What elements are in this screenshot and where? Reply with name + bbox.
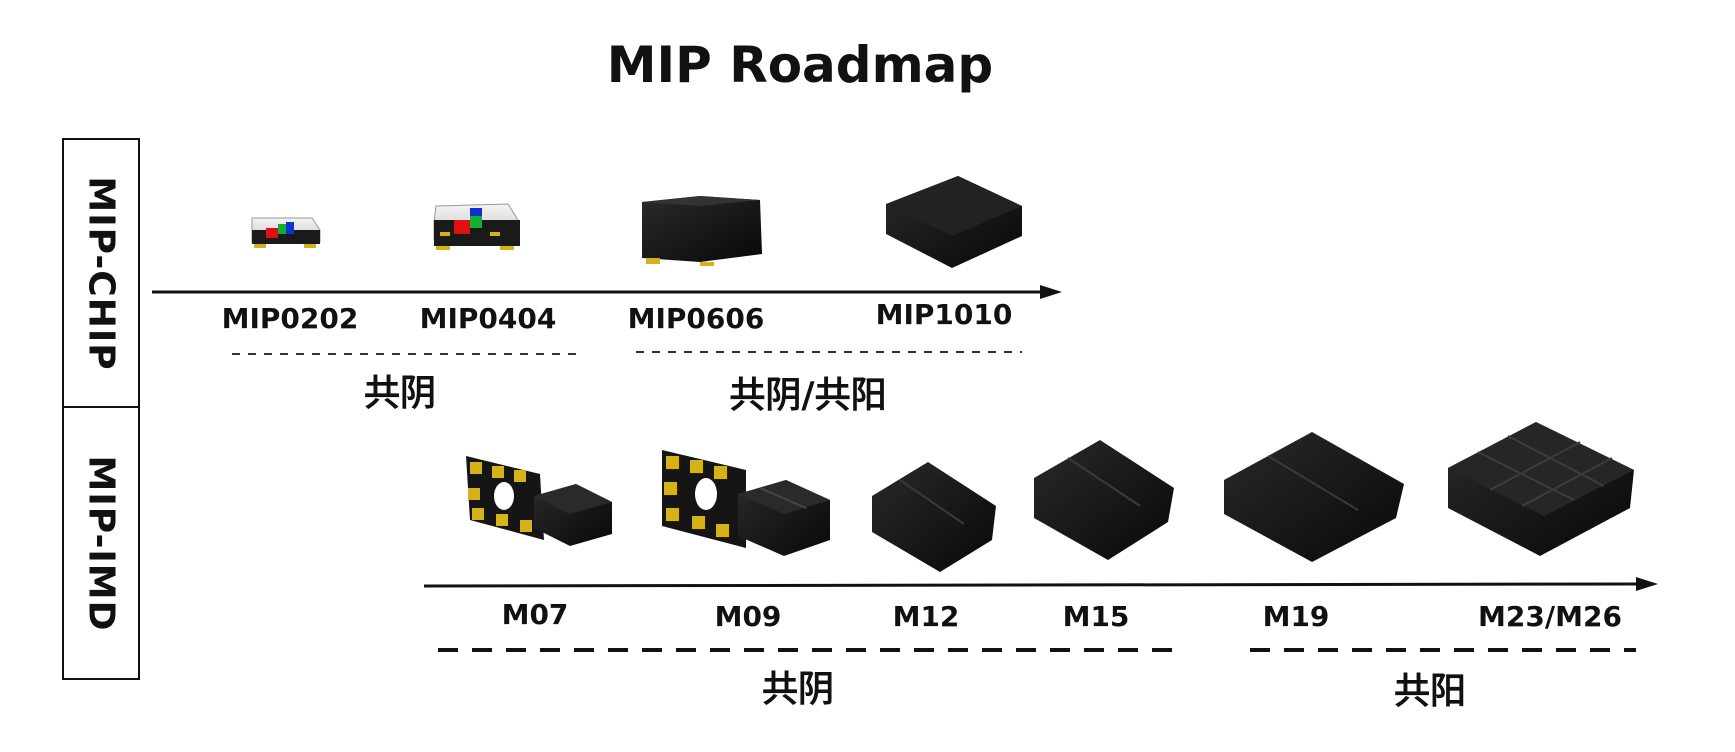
mip0202-chip-image [251, 217, 321, 248]
imd-label-m09: M09 [714, 600, 782, 633]
m07-package-image [466, 456, 612, 546]
imd-timeline-arrow [423, 582, 1637, 588]
page-title: MIP Roadmap [606, 36, 994, 94]
imd-group-common-anode: 共阳 [1393, 671, 1467, 712]
imd-label-m15: M15 [1062, 600, 1130, 633]
chip-group-cathode-anode: 共阴/共阳 [729, 375, 887, 416]
chip-group-common-cathode: 共阴 [363, 373, 437, 414]
chip-label-mip0404: MIP0404 [419, 302, 557, 335]
chip-label-mip1010: MIP1010 [875, 298, 1013, 331]
imd-label-m19: M19 [1262, 600, 1330, 633]
m09-package-image [662, 450, 830, 556]
imd-arrow-head [1636, 577, 1658, 591]
m12-package-image [872, 462, 996, 572]
mip0404-chip-image [433, 203, 520, 250]
mip1010-chip-image [886, 176, 1022, 268]
imd-label-m12: M12 [892, 600, 960, 633]
m19-package-image [1224, 432, 1404, 562]
imd-label-m07: M07 [501, 598, 569, 631]
chip-label-mip0202: MIP0202 [221, 302, 359, 335]
m23-m26-package-image [1448, 422, 1634, 556]
imd-group-common-cathode: 共阴 [761, 669, 835, 710]
mip0606-chip-image [642, 196, 762, 266]
row-label-mip-imd: MIP-IMD [62, 406, 140, 680]
m15-package-image [1034, 440, 1174, 560]
chip-arrow-head [1040, 285, 1062, 299]
chip-label-mip0606: MIP0606 [627, 302, 765, 335]
imd-label-m23-m26: M23/M26 [1478, 600, 1622, 633]
